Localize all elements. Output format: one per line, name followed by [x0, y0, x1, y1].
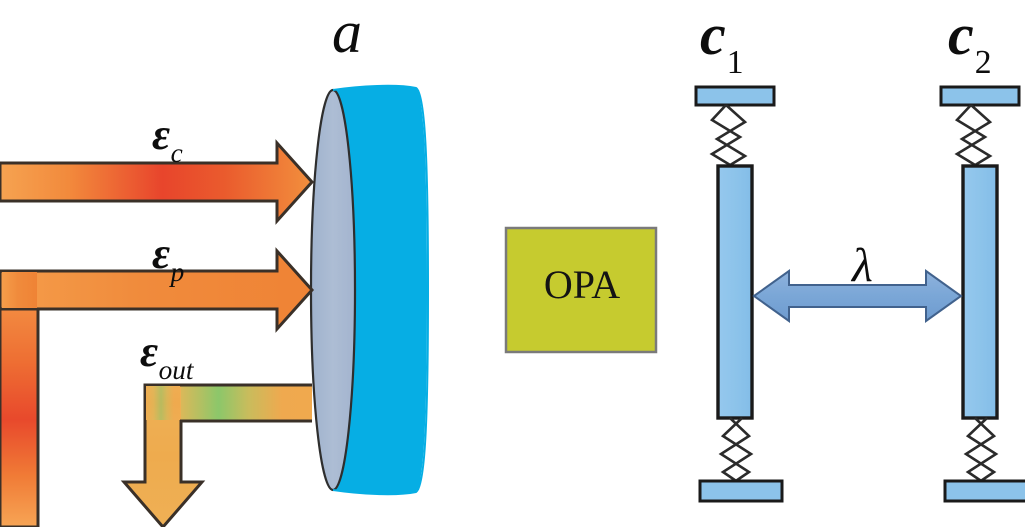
- label-oscillator-2-base: c: [948, 2, 974, 67]
- coupling-double-arrow: [752, 269, 963, 323]
- c2-bar: [961, 164, 999, 420]
- label-coupling: λ: [852, 242, 873, 290]
- oscillator-c2: [939, 85, 1025, 503]
- label-coupling-base: λ: [852, 239, 873, 292]
- c1-top-anchor: [694, 85, 776, 107]
- c2-top-spring: [959, 104, 993, 175]
- cavity-mirror: [309, 84, 430, 496]
- label-output-field-base: ε: [140, 327, 159, 376]
- output-beam-arrow: [120, 383, 312, 527]
- label-oscillator-2-sub: 2: [974, 43, 992, 81]
- label-probe-field: εp: [152, 229, 184, 286]
- label-cavity-mode: a: [332, 2, 362, 62]
- label-oscillator-1-base: c: [700, 2, 726, 67]
- c1-bar: [716, 164, 754, 420]
- c2-top-anchor: [939, 85, 1021, 107]
- probe-beam-arrow: [0, 247, 315, 527]
- label-oscillator-2: c2: [948, 6, 992, 79]
- label-output-field: εout: [140, 327, 193, 384]
- oscillator-c1: [694, 85, 784, 503]
- label-control-field: εc: [152, 110, 183, 167]
- label-control-field-sub: c: [170, 138, 183, 169]
- c2-bottom-spring: [963, 417, 997, 491]
- label-oscillator-1: c1: [700, 6, 744, 79]
- label-probe-field-base: ε: [152, 229, 171, 278]
- label-control-field-base: ε: [152, 110, 171, 159]
- label-output-field-sub: out: [158, 355, 194, 386]
- c1-top-spring: [714, 104, 748, 175]
- c1-bottom-spring: [718, 417, 752, 491]
- opa-box: [504, 226, 658, 354]
- label-cavity-mode-base: a: [332, 0, 362, 65]
- control-beam-arrow: [0, 139, 315, 225]
- label-oscillator-1-sub: 1: [726, 43, 744, 81]
- c2-bottom-anchor: [943, 479, 1025, 503]
- c1-bottom-anchor: [698, 479, 784, 503]
- label-opa: OPA: [543, 262, 621, 307]
- label-probe-field-sub: p: [170, 257, 185, 288]
